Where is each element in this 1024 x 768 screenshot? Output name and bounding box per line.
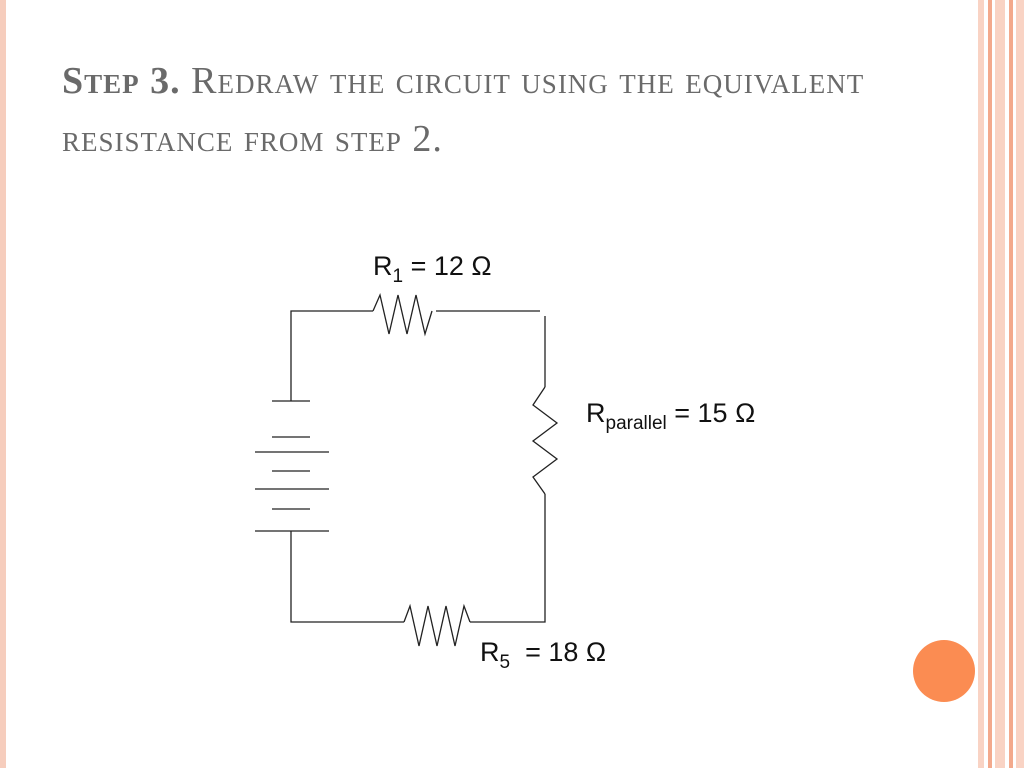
title-step: Step 3. xyxy=(62,60,181,102)
label-r-parallel: Rparallel = 15 Ω xyxy=(586,398,756,433)
r-parallel-symbol: R xyxy=(586,398,606,428)
right-border-stripe-3 xyxy=(995,0,1005,768)
r1-symbol: R xyxy=(373,251,393,281)
label-r1: R1 = 12 Ω xyxy=(373,251,492,286)
r5-value: = 18 Ω xyxy=(510,637,607,667)
wire-right-lower xyxy=(470,494,546,623)
r5-subscript: 5 xyxy=(499,652,511,673)
right-border-stripe-2 xyxy=(988,0,992,768)
slide-title: Step 3. Redraw the circuit using the equ… xyxy=(62,52,942,168)
right-border-stripe-4 xyxy=(1009,0,1013,768)
wire-top-left xyxy=(290,310,373,401)
r-parallel-value: = 15 Ω xyxy=(666,398,756,428)
label-r5: R5 = 18 Ω xyxy=(480,637,607,672)
r-parallel-subscript: parallel xyxy=(605,413,667,434)
battery-icon xyxy=(255,400,329,532)
left-border-stripe xyxy=(0,0,6,768)
wire-bottom-left xyxy=(290,531,404,623)
r1-subscript: 1 xyxy=(392,266,404,287)
right-border-stripe-5 xyxy=(1016,0,1024,768)
resistor-r1 xyxy=(372,292,433,337)
title-text: Redraw the circuit using the equivalent … xyxy=(62,60,865,160)
resistor-r-parallel xyxy=(531,386,559,495)
r1-value: = 12 Ω xyxy=(403,251,492,281)
resistor-r5 xyxy=(403,603,471,647)
r5-symbol: R xyxy=(480,637,500,667)
right-border-stripe-1 xyxy=(978,0,984,768)
accent-dot xyxy=(913,640,975,702)
